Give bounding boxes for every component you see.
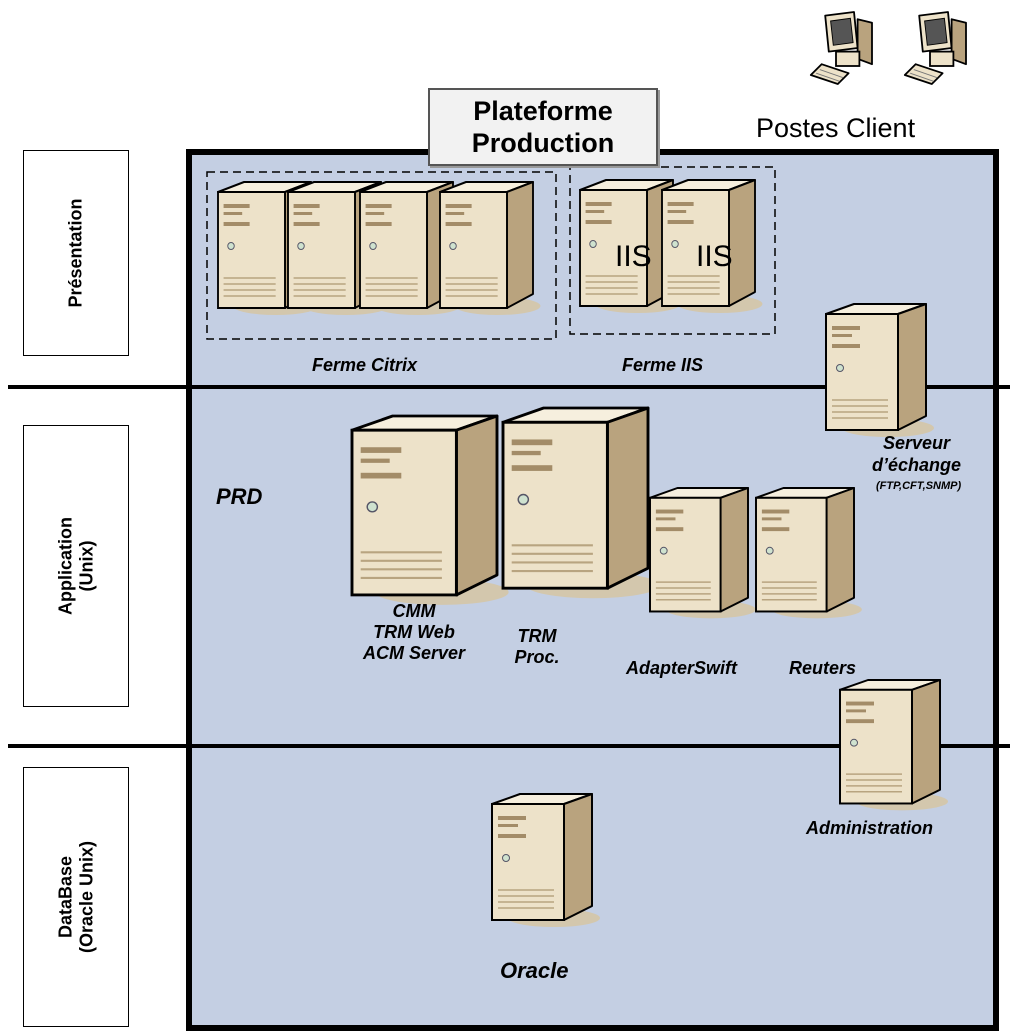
adapterswift-label: AdapterSwift	[626, 658, 738, 678]
cmm-server-text: CMM TRM Web ACM Server	[362, 601, 466, 663]
exchange-server-title: Serveur d’échange	[872, 433, 962, 475]
tier-database: DataBase (Oracle Unix)	[23, 767, 129, 1027]
client-label: Postes Client	[756, 113, 916, 143]
citrix-farm-label: Ferme Citrix	[312, 355, 418, 375]
exchange-server-label: Serveur d’échange	[872, 432, 961, 476]
exchange-server-icon	[825, 303, 935, 438]
exchange-protocols-label: (FTP,CFT,SNMP)	[876, 480, 962, 492]
tier-database-text: DataBase (Oracle Unix)	[55, 840, 96, 954]
iis-server-text: IIS	[615, 240, 652, 273]
citrix-server-icon	[439, 181, 542, 316]
trm-proc-text: TRM Proc.	[514, 626, 560, 667]
adapterswift-server-icon	[649, 487, 757, 620]
iis-farm-box	[569, 166, 776, 335]
iis-server-text: IIS	[696, 240, 733, 273]
tier-application-label: Application (Unix)	[55, 517, 96, 615]
client-pc-icon	[903, 11, 967, 85]
oracle-label: Oracle	[500, 958, 569, 983]
tier-presentation-label: Présentation	[65, 198, 86, 308]
tier-application-text: Application (Unix)	[55, 517, 96, 615]
tier-database-label: DataBase (Oracle Unix)	[55, 841, 96, 953]
tier-presentation: Présentation	[23, 150, 129, 356]
prd-label: PRD	[216, 484, 263, 509]
reuters-label: Reuters	[789, 658, 857, 678]
reuters-server-icon	[755, 487, 863, 620]
platform-title-line1: Plateforme	[473, 96, 613, 126]
trm-proc-label: TRM Proc.	[512, 626, 562, 668]
platform-title: Plateforme Production	[428, 88, 658, 166]
iis-farm-label: Ferme IIS	[622, 355, 704, 375]
citrix-farm-box	[206, 171, 557, 340]
oracle-server-icon	[491, 793, 601, 928]
platform-title-line2: Production	[471, 128, 615, 158]
cmm-server-label: CMM TRM Web ACM Server	[354, 601, 474, 664]
trm-proc-server-icon	[501, 406, 662, 600]
admin-server-icon	[839, 679, 949, 812]
cmm-server-icon	[350, 414, 511, 607]
tier-application: Application (Unix)	[23, 425, 129, 707]
client-pc-icon	[809, 11, 873, 85]
administration-label: Administration	[806, 818, 934, 838]
